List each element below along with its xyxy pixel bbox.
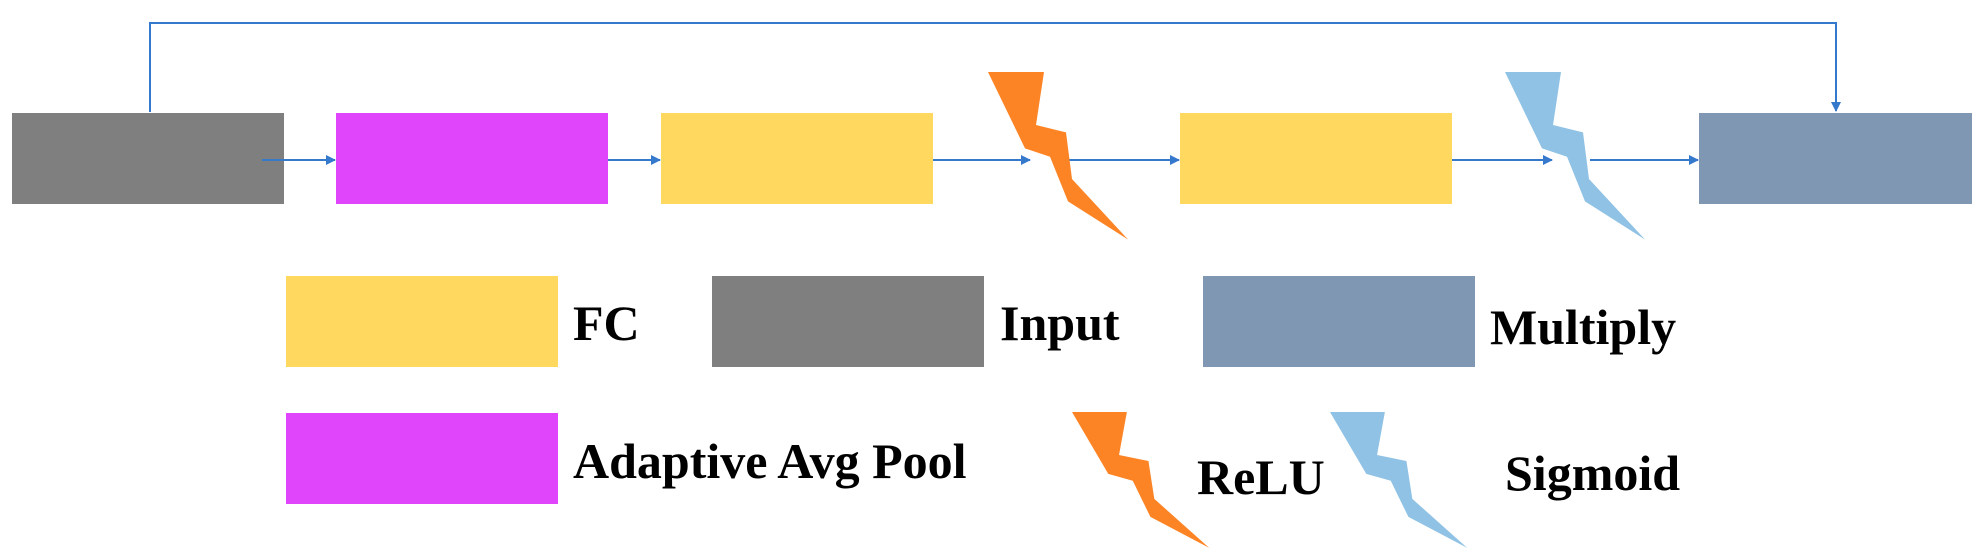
legend-multiply-swatch	[1203, 276, 1475, 367]
legend-fc-swatch	[286, 276, 558, 367]
legend-sigmoid-bolt-icon	[1330, 412, 1468, 548]
legend-fc-label: FC	[573, 295, 640, 351]
multiply-block	[1699, 113, 1972, 204]
legend-relu-bolt-icon	[1072, 412, 1210, 548]
skip-connection-arrow	[149, 22, 1841, 112]
legend-relu-label: ReLU	[1197, 449, 1325, 505]
sigmoid-bolt-icon	[1505, 72, 1645, 240]
legend-input-label: Input	[1000, 295, 1120, 351]
legend-multiply-label: Multiply	[1490, 299, 1677, 355]
relu-bolt-icon	[988, 72, 1128, 240]
fc-block-1	[661, 113, 933, 204]
input-block	[12, 113, 284, 204]
legend-sigmoid-label: Sigmoid	[1505, 445, 1681, 501]
adaptive-avg-pool-block	[336, 113, 608, 204]
fc-block-2	[1180, 113, 1452, 204]
legend-input-swatch	[712, 276, 984, 367]
legend-pool-swatch	[286, 413, 558, 504]
legend-pool-label: Adaptive Avg Pool	[573, 433, 967, 489]
